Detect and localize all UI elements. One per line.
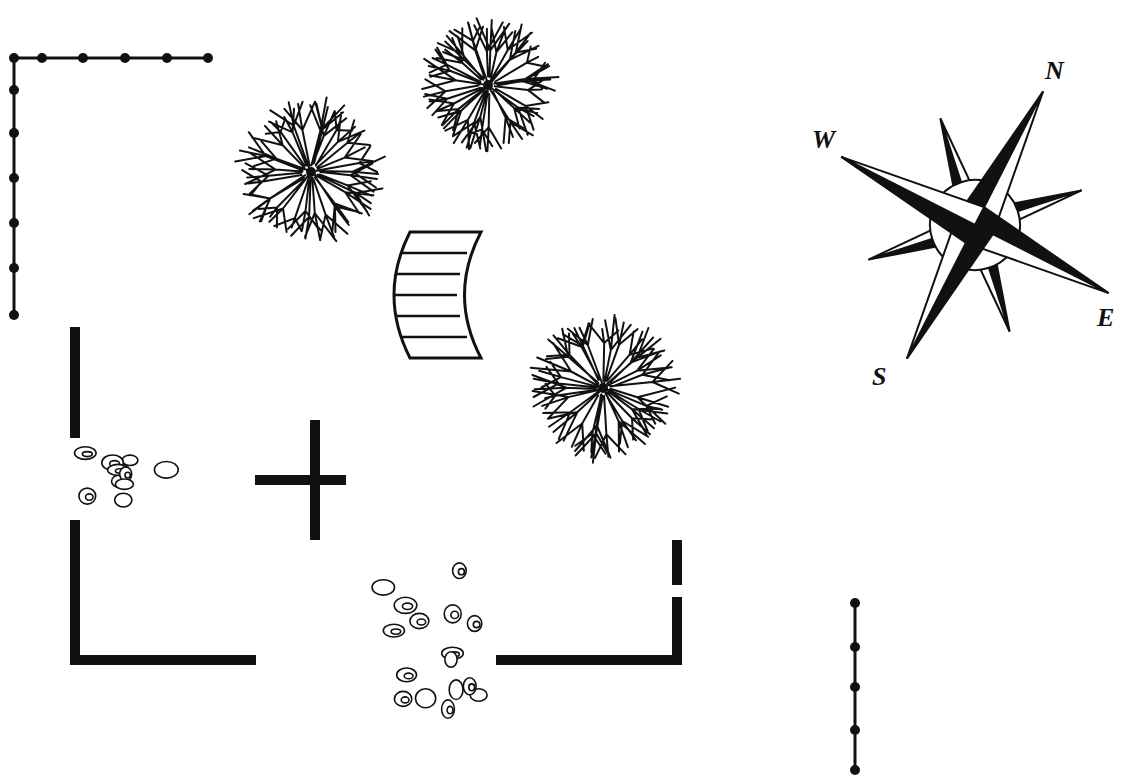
bush-symbol bbox=[401, 697, 409, 703]
bush-symbol bbox=[442, 700, 455, 718]
bush-symbol bbox=[394, 597, 417, 613]
bush-symbol bbox=[445, 652, 457, 668]
tree-symbol bbox=[235, 98, 385, 242]
tree-trunk bbox=[599, 384, 607, 392]
bush-symbol bbox=[391, 629, 401, 634]
compass-rose bbox=[773, 23, 1126, 426]
bush-symbol bbox=[115, 493, 132, 507]
compass-letter: S bbox=[872, 364, 886, 390]
bush-symbol bbox=[115, 479, 133, 489]
bush-symbol bbox=[75, 447, 97, 460]
bush-symbol bbox=[397, 668, 417, 682]
bush-symbol bbox=[122, 455, 138, 465]
bush-symbol bbox=[404, 673, 413, 679]
bush-symbol bbox=[449, 680, 463, 700]
tree-symbol bbox=[422, 18, 558, 151]
bush-symbol bbox=[416, 689, 436, 708]
compass-point bbox=[841, 139, 984, 225]
trees bbox=[235, 18, 680, 462]
bench bbox=[394, 232, 481, 358]
tree-trunk bbox=[307, 168, 315, 176]
bush-symbol bbox=[402, 603, 412, 609]
bush-symbol bbox=[458, 569, 464, 575]
compass-letter: W bbox=[812, 127, 835, 153]
bush-symbol bbox=[467, 616, 481, 632]
tree-symbol bbox=[531, 315, 680, 463]
bushes bbox=[75, 447, 488, 718]
bush-symbol bbox=[473, 621, 480, 627]
bush-symbol bbox=[86, 494, 94, 500]
bush-symbol bbox=[383, 624, 404, 637]
walls bbox=[75, 327, 677, 660]
compass-letter: N bbox=[1045, 58, 1064, 84]
bush-symbol bbox=[417, 619, 426, 625]
bush-symbol bbox=[410, 613, 429, 628]
bush-symbol bbox=[453, 563, 467, 579]
bush-symbol bbox=[463, 678, 476, 695]
fence-posts bbox=[9, 53, 213, 320]
fence-top-left bbox=[14, 58, 208, 315]
bush-symbol bbox=[451, 611, 459, 618]
tree-trunk bbox=[484, 81, 492, 89]
bush-symbol bbox=[79, 488, 96, 504]
bush-symbol bbox=[82, 452, 92, 457]
bush-symbol bbox=[372, 580, 394, 595]
bush-symbol bbox=[447, 706, 453, 713]
bush-symbol bbox=[444, 605, 461, 623]
bush-symbol bbox=[154, 462, 178, 479]
fence-posts bbox=[850, 598, 860, 775]
bush-symbol bbox=[125, 472, 130, 478]
bush-symbol bbox=[469, 684, 475, 691]
bush-symbol bbox=[394, 691, 411, 706]
compass-letter: E bbox=[1097, 305, 1114, 331]
